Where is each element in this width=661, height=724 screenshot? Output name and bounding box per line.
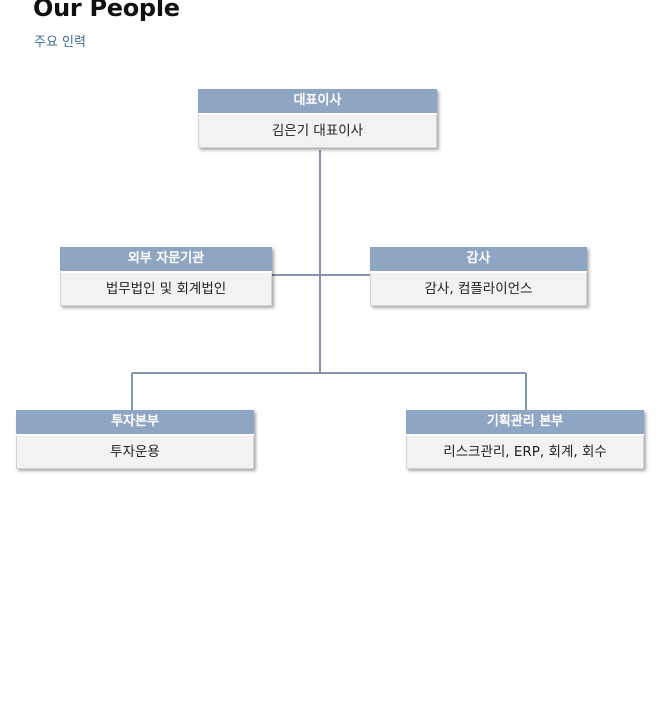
org-node-advisory: 외부 자문기관 법무법인 및 회계법인: [60, 247, 272, 306]
org-node-investment-title: 투자본부: [16, 410, 254, 436]
page-subtitle: 주요 인력: [34, 35, 86, 50]
org-node-advisory-detail: 법무법인 및 회계법인: [60, 273, 272, 306]
org-node-ceo-title: 대표이사: [198, 89, 437, 115]
org-node-planning: 기획관리 본부 리스크관리, ERP, 회계, 회수: [406, 410, 644, 469]
org-node-audit-detail: 감사, 컴플라이언스: [370, 273, 587, 306]
org-node-investment: 투자본부 투자운용: [16, 410, 254, 469]
org-node-ceo: 대표이사 김은기 대표이사: [198, 89, 437, 148]
org-node-audit-title: 감사: [370, 247, 587, 273]
org-node-advisory-title: 외부 자문기관: [60, 247, 272, 273]
org-node-ceo-detail: 김은기 대표이사: [198, 115, 437, 148]
page-title: Our People: [33, 0, 180, 22]
org-node-investment-detail: 투자운용: [16, 436, 254, 469]
org-node-planning-title: 기획관리 본부: [406, 410, 644, 436]
org-node-planning-detail: 리스크관리, ERP, 회계, 회수: [406, 436, 644, 469]
org-node-audit: 감사 감사, 컴플라이언스: [370, 247, 587, 306]
